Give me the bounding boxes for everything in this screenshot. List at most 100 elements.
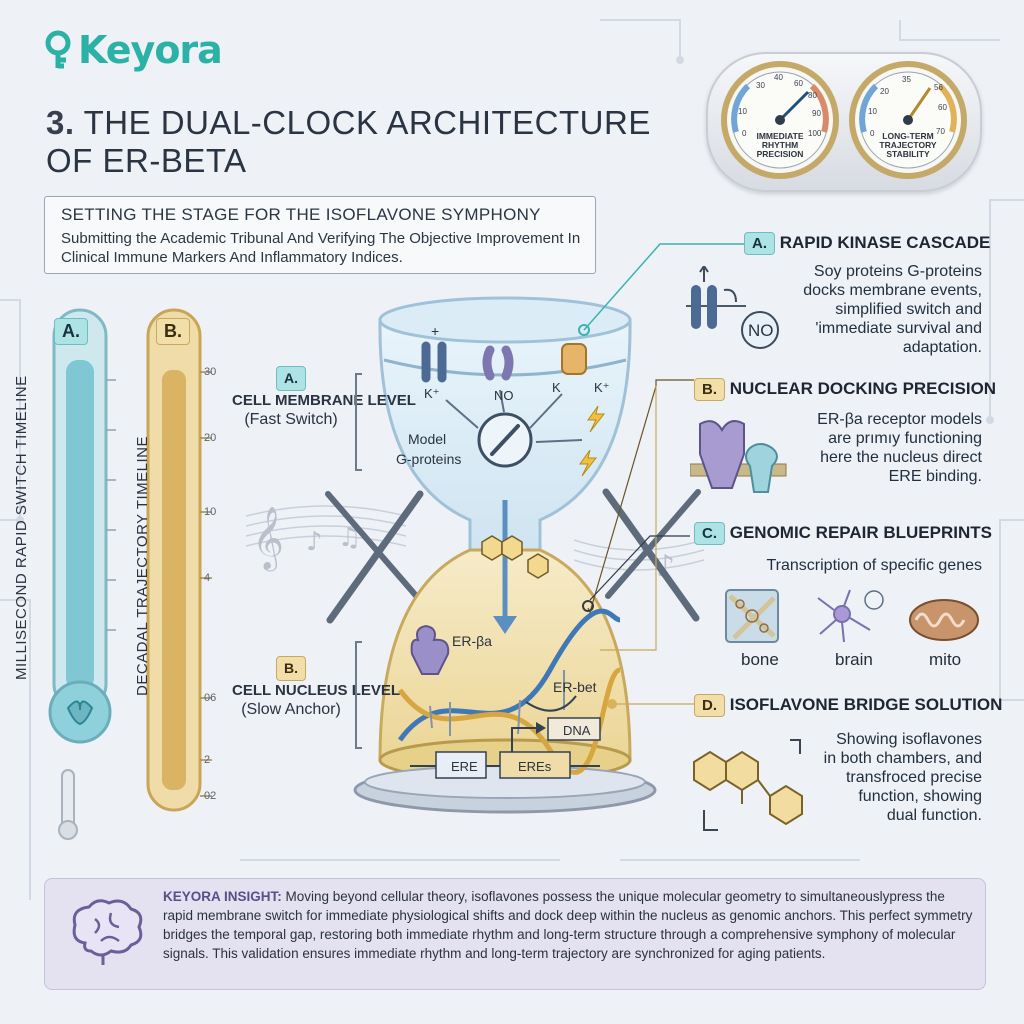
- insight-body: Moving beyond cellular theory, isoflavon…: [163, 889, 973, 961]
- label-dna: DNA: [563, 723, 591, 738]
- insight-label: KEYORA INSIGHT:: [163, 889, 282, 904]
- gauge-left-label: IMMEDIATE RHYTHM PRECISION: [756, 131, 804, 159]
- membrane-level-badge: A.: [276, 366, 306, 391]
- section-d-header: D. ISOFLAVONE BRIDGE SOLUTION: [694, 694, 1002, 717]
- section-a-channel-icon: [686, 266, 779, 349]
- nucleus-level-title: CELL NUCLEUS LEVEL: [232, 682, 401, 699]
- section-a-line: docks membrane events,: [803, 282, 982, 299]
- nucleus-level-label: B. CELL NUCLEUS LEVEL (Slow Anchor): [232, 656, 400, 719]
- svg-text:♪: ♪: [306, 527, 323, 557]
- section-a-no-label: NO: [748, 321, 774, 340]
- label-plus: +: [431, 323, 440, 339]
- section-b-header: B. NUCLEAR DOCKING PRECISION: [694, 378, 996, 401]
- gauge-right-label: LONG-TERM TRAJECTORY STABILITY: [879, 131, 937, 159]
- key-icon: [45, 30, 71, 69]
- timeline-b-tick: 06: [204, 692, 217, 704]
- timeline-b-tick: 30: [204, 366, 217, 378]
- organ-label-brain: brain: [835, 650, 873, 669]
- section-d-title: ISOFLAVONE BRIDGE SOLUTION: [729, 695, 1003, 714]
- timeline-b-tick: 02: [204, 790, 217, 802]
- gauge-left-tick: 80: [808, 91, 817, 100]
- organ-label-bone: bone: [741, 650, 779, 669]
- gauge-right-tick: 10: [868, 107, 877, 116]
- gauge-dials: 0 10 30 40 60 80 90 100 0 10 20 35 56 60…: [721, 61, 967, 179]
- label-g-proteins: G-proteins: [396, 451, 462, 467]
- intro-heading: SETTING THE STAGE FOR THE ISOFLAVONE SYM…: [61, 205, 541, 224]
- svg-text:♪: ♪: [656, 549, 675, 584]
- membrane-level-sub: (Fast Switch): [244, 411, 338, 428]
- page-title: 3. THE DUAL-CLOCK ARCHITECTURE OF ER-BET…: [46, 104, 651, 180]
- section-b-line: here the nucleus direct: [820, 449, 982, 466]
- section-d-badge: D.: [694, 694, 725, 717]
- section-a-title: RAPID KINASE CASCADE: [779, 233, 991, 252]
- connector-lines: [578, 243, 744, 709]
- label-no: NO: [494, 388, 514, 403]
- left-baton: [325, 490, 424, 624]
- label-er-beta: ER-βa: [452, 633, 492, 649]
- title-number: 3.: [46, 104, 75, 141]
- label-ere: ERE: [451, 759, 478, 774]
- brain-icon: [72, 899, 143, 965]
- label-k-right: K: [552, 380, 561, 395]
- label-er-bet: ER-bet: [553, 679, 597, 695]
- membrane-level-title: CELL MEMBRANE LEVEL: [232, 392, 416, 409]
- section-a-line: 'immediate survival and: [815, 320, 982, 337]
- hourglass: [353, 296, 657, 814]
- timeline-a-badge: A.: [54, 318, 88, 345]
- gauge-right-tick: 35: [902, 75, 911, 84]
- gauge-left-tick: 100: [808, 129, 822, 138]
- insight-text: KEYORA INSIGHT: Moving beyond cellular t…: [163, 887, 973, 963]
- label-k-left: K⁺: [424, 386, 440, 401]
- timeline-b-label: DECADAL TRAJECTORY TIMELINE: [134, 436, 151, 696]
- timeline-b-tick: 4: [204, 572, 211, 584]
- section-b-body: ER-βa receptor models are prımıy functio…: [784, 410, 982, 486]
- section-c-line: Transcription of specific genes: [766, 557, 982, 574]
- timeline-a-label: MILLISECOND RAPID SWITCH TIMELINE: [13, 375, 30, 680]
- section-a-line: Soy proteins G-proteins: [813, 263, 982, 280]
- intro-body: Submitting the Academic Tribunal And Ver…: [61, 230, 581, 266]
- section-d-line: in both chambers, and: [823, 750, 982, 767]
- timeline-b-tick: 10: [204, 506, 217, 518]
- timeline-a-badge-label: A.: [54, 318, 88, 345]
- nucleus-level-sub: (Slow Anchor): [241, 701, 341, 718]
- section-a-header: A. RAPID KINASE CASCADE: [744, 232, 990, 255]
- membrane-bracket: [355, 373, 362, 471]
- timeline-b-badge: B.: [156, 318, 190, 345]
- timeline-a-thermometer: [48, 308, 116, 840]
- section-d-line: transfroced precise: [845, 769, 982, 786]
- svg-text:𝄞: 𝄞: [252, 506, 284, 572]
- section-c-organ-icons: [725, 589, 979, 643]
- timeline-b-thermometer: [146, 308, 212, 812]
- section-a-line: simplified switch and: [835, 301, 982, 318]
- section-b-line: ER-βa receptor models: [817, 411, 982, 428]
- intro-box: SETTING THE STAGE FOR THE ISOFLAVONE SYM…: [44, 196, 596, 274]
- section-c-badge: C.: [694, 522, 725, 545]
- section-d-line: function, showing: [858, 788, 982, 805]
- label-model: Model: [408, 431, 447, 447]
- timeline-b-badge-label: B.: [156, 318, 190, 345]
- svg-text:♫: ♫: [338, 523, 361, 553]
- gauge-right-tick: 20: [880, 87, 889, 96]
- section-d-line: Showing isoflavones: [836, 731, 982, 748]
- membrane-level-label: A. CELL MEMBRANE LEVEL (Fast Switch): [232, 366, 416, 429]
- gauge-right-tick: 70: [936, 127, 945, 136]
- isoflavone-molecule-icon: [693, 739, 803, 831]
- gauge-left-tick: 60: [794, 79, 803, 88]
- section-b-title: NUCLEAR DOCKING PRECISION: [729, 379, 997, 398]
- section-b-badge: B.: [694, 378, 725, 401]
- right-baton: [602, 488, 701, 622]
- section-a-body: Soy proteins G-proteins docks membrane e…: [788, 262, 982, 357]
- gauge-right-tick: 60: [938, 103, 947, 112]
- timeline-b-tick: 20: [204, 432, 217, 444]
- gauge-left-tick: 30: [756, 81, 765, 90]
- neuron-icon: [817, 589, 871, 643]
- gauge-left-tick: 90: [812, 109, 821, 118]
- label-k-plus: K⁺: [594, 380, 610, 395]
- dual-gauges: 0 10 30 40 60 80 90 100 0 10 20 35 56 60…: [706, 52, 982, 192]
- section-d-body: Showing isoflavones in both chambers, an…: [786, 730, 982, 825]
- nucleus-bracket: [355, 641, 362, 749]
- section-d-line: dual function.: [886, 807, 982, 824]
- nucleus-level-badge: B.: [276, 656, 306, 681]
- timeline-b-tick: 2: [204, 754, 211, 766]
